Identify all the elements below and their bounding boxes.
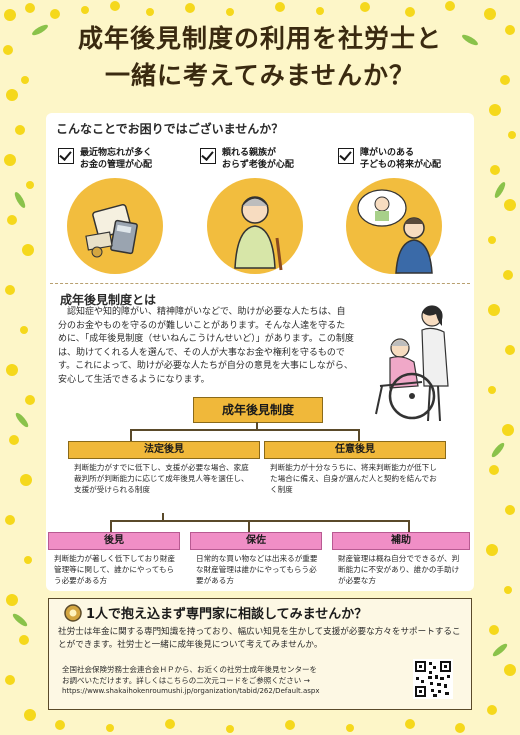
- concern-item-3: 障がいのある 子どもの将来が心配: [360, 147, 441, 171]
- connector-line: [130, 429, 360, 431]
- elderly-person-icon: [234, 196, 283, 271]
- about-heading: 成年後見制度とは: [60, 293, 157, 307]
- sharoushi-badge-icon: [64, 604, 82, 622]
- checkbox-icon: [58, 148, 74, 164]
- type-guardianship-text: 判断能力が著しく低下しており財産管理等に関して、誰かにやってもらう必要がある方: [54, 554, 176, 585]
- concern-3-line-1: 障がいのある: [360, 148, 415, 158]
- concern-3-line-2: 子どもの将来が心配: [360, 160, 442, 170]
- connector-line: [162, 513, 164, 521]
- connector-line: [110, 520, 112, 532]
- wheelchair-caregiver-illustration: [375, 305, 449, 422]
- consult-note: 全国社会保険労務士会連合会ＨＰから、お近くの社労士成年後見センターを お調べいた…: [62, 664, 407, 697]
- type-assistance-label: 補助: [332, 532, 470, 550]
- concern-1-line-1: 最近物忘れが多く: [80, 148, 153, 158]
- qr-code-icon[interactable]: [413, 659, 453, 699]
- title-line-2: 一緒に考えてみませんか？: [104, 61, 415, 90]
- concern-2-line-1: 頼れる親族が: [222, 148, 277, 158]
- connector-line: [248, 520, 250, 532]
- consult-box: [48, 598, 472, 710]
- checkbox-icon: [338, 148, 354, 164]
- consult-description: 社労士は年金に関する専門知識を持っており、幅広い知見を生かして支援が必要な方々を…: [58, 627, 461, 650]
- consult-note-line-1: 全国社会保険労務士会連合会ＨＰから、お近くの社労士成年後見センターを: [62, 665, 317, 674]
- legal-guardianship-text: 判断能力がすでに低下し、支援が必要な場合、家庭裁判所が判断能力に応じて成年後見人…: [74, 463, 249, 494]
- money-management-illustration: [67, 178, 163, 274]
- concern-item-1: 最近物忘れが多く お金の管理が心配: [80, 147, 152, 171]
- checkbox-icon: [200, 148, 216, 164]
- connector-line: [130, 429, 132, 441]
- title-line-1: 成年後見制度の利用を社労士と: [77, 24, 442, 53]
- calculator-icon: [85, 203, 138, 258]
- page-title: 成年後見制度の利用を社労士と 一緒に考えてみませんか？: [20, 20, 500, 94]
- legal-guardianship-label: 法定後見: [68, 441, 260, 459]
- concern-item-2: 頼れる親族が おらず老後が心配: [222, 147, 294, 171]
- concerns-heading: こんなことでお困りではございませんか？: [56, 122, 284, 136]
- about-description: 認知症や知的障がい、精神障がいなどで、助けが必要な人たちは、自分のお金やものを守…: [58, 307, 354, 385]
- voluntary-guardianship-text: 判断能力が十分なうちに、将来判断能力が低下した場合に備え、自身が選んだ人と契約を…: [270, 463, 437, 494]
- connector-line: [408, 520, 410, 532]
- voluntary-guardianship-label: 任意後見: [264, 441, 446, 459]
- type-curatorship-label: 保佐: [190, 532, 322, 550]
- consult-note-line-2: お調べいただけます。詳しくはこちらの二次元コードをご参照ください →: [62, 676, 310, 685]
- child-future-illustration: [346, 178, 442, 274]
- type-curatorship-text: 日常的な買い物などは出来るが重要な財産管理は誰かにやってもらう必要がある方: [196, 554, 318, 585]
- connector-line: [358, 429, 360, 441]
- elderly-woman-illustration: [207, 178, 303, 274]
- connector-line: [110, 520, 410, 522]
- parent-child-icon: [357, 189, 433, 274]
- concern-1-line-2: お金の管理が心配: [80, 160, 153, 170]
- concern-2-line-2: おらず老後が心配: [222, 160, 294, 170]
- section-divider: [50, 283, 470, 284]
- consult-url[interactable]: https://www.shakaihokenroumushi.jp/organ…: [62, 687, 320, 695]
- connector-line: [256, 422, 258, 430]
- consult-title: 1人で抱え込まず専門家に相談してみませんか？: [86, 607, 368, 622]
- diagram-root-box: 成年後見制度: [193, 397, 323, 423]
- type-assistance-text: 財産管理は概ね自分でできるが、判断能力に不安があり、誰かの手助けが必要な方: [338, 554, 460, 585]
- type-guardianship-label: 後見: [48, 532, 180, 550]
